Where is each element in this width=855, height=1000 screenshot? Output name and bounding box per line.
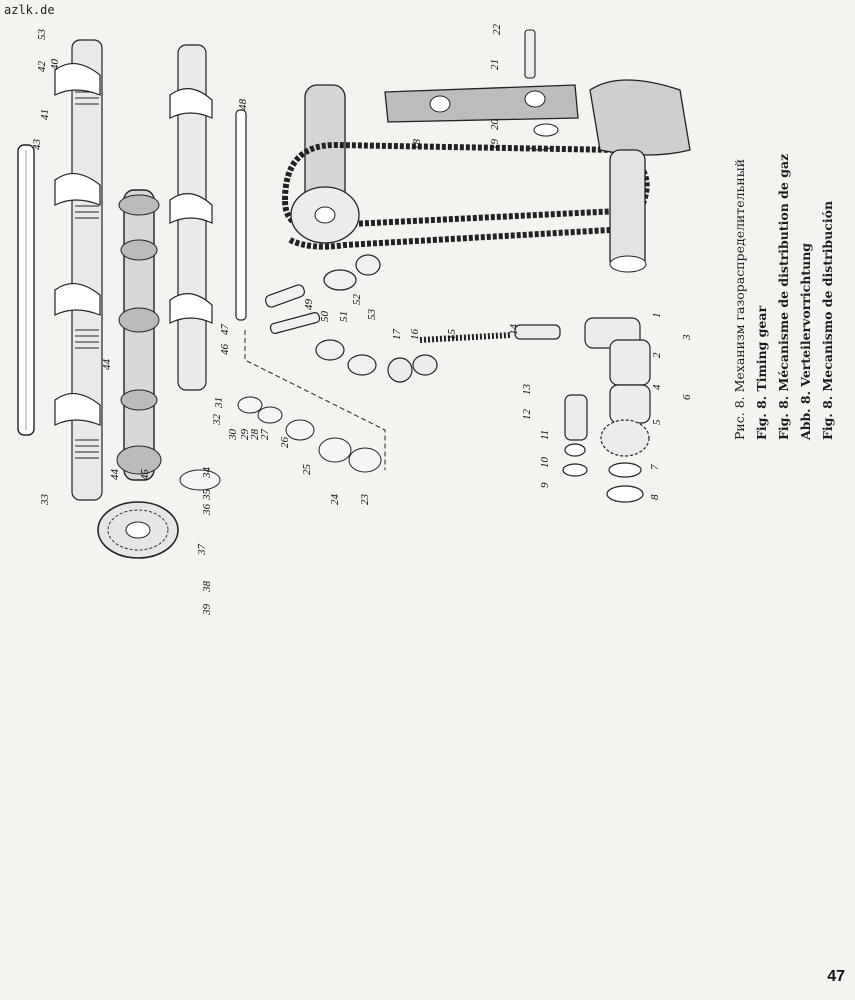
callout-51: 51 xyxy=(338,311,350,322)
callout-41: 41 xyxy=(39,109,51,120)
callout-16: 16 xyxy=(409,329,421,341)
valve-springs xyxy=(179,396,382,491)
callout-35: 35 xyxy=(201,489,213,502)
callout-2: 2 xyxy=(651,352,663,358)
caption-ru: Рис. 8. Механизм газораспределительный xyxy=(732,158,747,440)
callout-44-label: 44 xyxy=(101,359,113,371)
callout-4: 4 xyxy=(651,384,663,390)
callout-37: 37 xyxy=(196,544,208,557)
callout-9: 9 xyxy=(539,482,551,488)
pin-19 xyxy=(529,147,551,151)
callout-22: 22 xyxy=(491,24,503,36)
callout-8: 8 xyxy=(649,494,661,500)
caption-de: Abb. 8. Verteilervorrichtung xyxy=(798,242,813,440)
callout-labels: 53 40 42 43 41 33 44 44 45 37 38 39 36 3… xyxy=(31,24,693,617)
callout-43: 43 xyxy=(31,139,43,151)
callout-15: 15 xyxy=(446,329,458,341)
distributor-drive xyxy=(387,317,651,503)
callout-50: 50 xyxy=(319,311,331,323)
timing-gear-diagram: 53 40 42 43 41 33 44 44 45 37 38 39 36 3… xyxy=(17,24,693,617)
stud-22 xyxy=(524,29,536,79)
callout-3: 3 xyxy=(681,334,693,341)
callout-39: 39 xyxy=(201,604,213,617)
pushrod-48 xyxy=(235,109,247,321)
callout-42: 42 xyxy=(36,61,48,73)
callout-24: 24 xyxy=(329,494,341,506)
camshaft-gear-37 xyxy=(97,501,179,559)
callout-29: 29 xyxy=(239,429,251,441)
callout-49: 49 xyxy=(303,299,315,311)
page-number: 47 xyxy=(827,968,845,985)
callout-45: 45 xyxy=(139,469,151,481)
caption-en: Fig. 8. Timing gear xyxy=(754,305,769,440)
figure-caption: Рис. 8. Механизм газораспределительный F… xyxy=(732,154,852,450)
callout-12: 12 xyxy=(521,409,533,421)
callout-7: 7 xyxy=(649,464,661,470)
callout-6: 6 xyxy=(681,394,693,400)
camshaft-44 xyxy=(116,189,162,481)
callout-23: 23 xyxy=(359,494,371,506)
callout-53: 53 xyxy=(36,29,48,41)
caption-fr: Fig. 8. Mécanisme de distribution de gaz xyxy=(776,153,791,440)
callout-46: 46 xyxy=(219,344,231,356)
callout-30: 30 xyxy=(227,429,239,442)
callout-20: 20 xyxy=(489,119,501,131)
callout-21: 21 xyxy=(489,59,501,70)
crankshaft xyxy=(589,79,691,273)
callout-36: 36 xyxy=(201,504,213,517)
callout-33-bottom: 33 xyxy=(39,494,51,507)
caption-es: Fig. 8. Mecanismo de distribución xyxy=(820,200,835,440)
callout-11: 11 xyxy=(539,430,551,440)
callout-26: 26 xyxy=(279,437,291,449)
callout-1: 1 xyxy=(651,313,663,319)
callout-5: 5 xyxy=(651,419,663,425)
callout-14: 14 xyxy=(508,324,520,336)
callout-47: 47 xyxy=(219,324,231,336)
washer-20 xyxy=(533,123,559,137)
callout-31: 31 xyxy=(213,397,225,409)
callout-48: 48 xyxy=(237,99,249,111)
callout-10: 10 xyxy=(539,457,551,469)
rocker-shaft-43 xyxy=(17,144,35,436)
callout-44: 44 xyxy=(109,469,121,481)
rocker-assembly-right xyxy=(169,44,213,391)
tensioner-bracket-21 xyxy=(384,84,579,123)
callout-38: 38 xyxy=(201,581,213,594)
callout-27: 27 xyxy=(259,429,271,441)
callout-52: 52 xyxy=(351,294,363,306)
site-watermark: azlk.de xyxy=(4,3,55,17)
callout-13: 13 xyxy=(521,384,533,396)
callout-19: 19 xyxy=(489,139,501,151)
callout-18: 18 xyxy=(411,139,423,151)
callout-17: 17 xyxy=(391,329,403,341)
rocker-assembly-left xyxy=(54,39,103,501)
callout-53-valve: 53 xyxy=(366,309,378,321)
callout-28: 28 xyxy=(249,429,261,441)
callout-25: 25 xyxy=(301,464,313,476)
valve-parts xyxy=(264,254,381,376)
callout-40: 40 xyxy=(49,59,61,71)
callout-34: 34 xyxy=(201,467,213,480)
callout-32: 32 xyxy=(211,414,223,427)
